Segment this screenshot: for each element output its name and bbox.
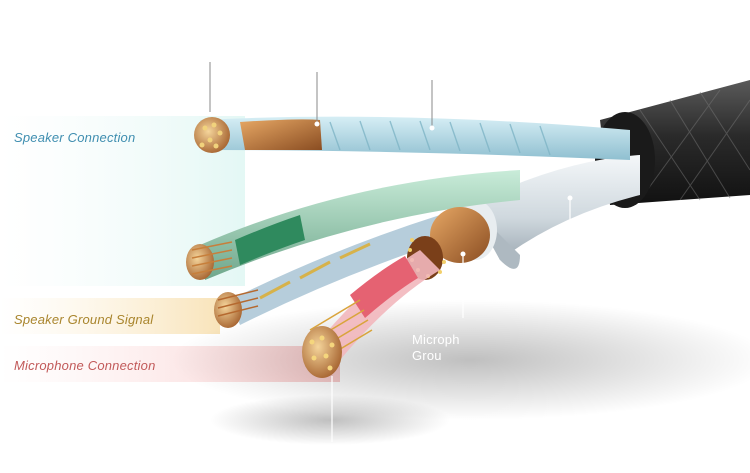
speaker-ground-signal-label: Speaker Ground Signal (14, 312, 154, 327)
microphone-partial-label: Microph (412, 332, 460, 347)
bottom-partial-label: ophone (292, 450, 334, 464)
ground-partial-label: Grou (412, 348, 442, 363)
speaker-connection-label: Speaker Connection (14, 130, 136, 145)
microphone-connection-label: Microphone Connection (14, 358, 156, 373)
